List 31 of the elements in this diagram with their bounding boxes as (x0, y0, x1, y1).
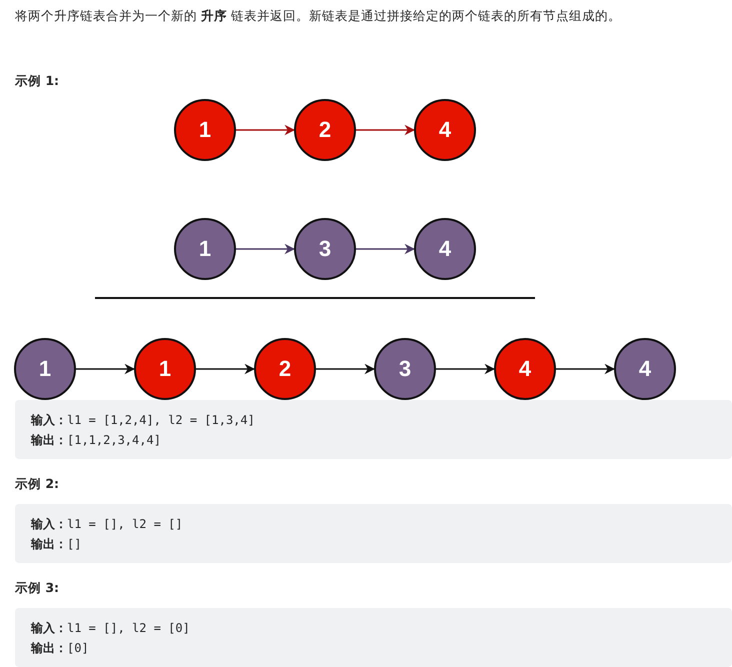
node-value: 3 (398, 356, 412, 382)
arrow (356, 244, 416, 254)
node-value: 4 (438, 117, 452, 143)
node-value: 1 (158, 356, 172, 382)
code-line: 输出：[] (31, 536, 82, 553)
node-value: 4 (518, 356, 532, 382)
code-line: 输入：l1 = [1,2,4], l2 = [1,3,4] (31, 412, 255, 429)
arrow (316, 364, 376, 374)
arrow (236, 124, 296, 136)
node-value: 1 (38, 356, 52, 382)
example-heading: 示例 2: (15, 476, 60, 493)
node-value: 4 (638, 356, 652, 382)
node-value: 3 (318, 236, 332, 262)
code-line: 输出：[0] (31, 640, 89, 657)
example-heading: 示例 1: (15, 73, 60, 90)
arrow (556, 364, 616, 374)
node-value: 1 (198, 236, 212, 262)
code-line: 输出：[1,1,2,3,4,4] (31, 432, 161, 449)
arrow (236, 244, 296, 254)
node-value: 1 (198, 117, 212, 143)
code-line: 输入：l1 = [], l2 = [] (31, 516, 183, 533)
arrow (356, 124, 416, 136)
node-value: 4 (438, 236, 452, 262)
example-heading: 示例 3: (15, 580, 60, 597)
arrow (436, 364, 496, 374)
node-value: 2 (318, 117, 332, 143)
node-value: 2 (278, 356, 292, 382)
arrow (76, 364, 136, 374)
description-text: 将两个升序链表合并为一个新的 升序 链表并返回。新链表是通过拼接给定的两个链表的所有节点组成的。 (15, 8, 621, 25)
arrow (196, 364, 256, 374)
code-line: 输入：l1 = [], l2 = [0] (31, 620, 190, 637)
